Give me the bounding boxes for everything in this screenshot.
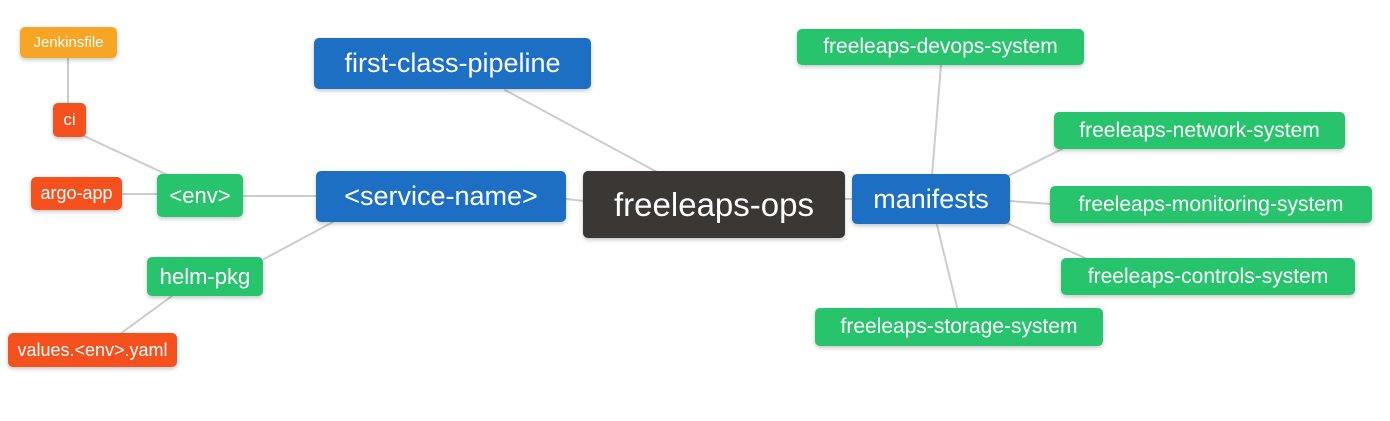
node-manifests[interactable]: manifests	[852, 174, 1010, 224]
edge-service-name-to-freeleaps-ops	[565, 198, 585, 202]
node-freeleaps-devops-system[interactable]: freeleaps-devops-system	[797, 29, 1084, 65]
node-values-env-yaml[interactable]: values.<env>.yaml	[8, 333, 177, 367]
edge-manifests-to-freeleaps-network-system	[1007, 148, 1063, 177]
node-freeleaps-controls-system[interactable]: freeleaps-controls-system	[1061, 258, 1355, 295]
node-ci[interactable]: ci	[53, 103, 86, 137]
node-freeleaps-storage-system[interactable]: freeleaps-storage-system	[815, 308, 1103, 346]
edge-service-name-to-helm-pkg	[263, 221, 334, 260]
node-first-class-pipeline[interactable]: first-class-pipeline	[314, 38, 591, 89]
edge-manifests-to-freeleaps-devops-system	[931, 64, 942, 176]
node-helm-pkg[interactable]: helm-pkg	[147, 257, 263, 296]
edge-ci-to-env	[81, 134, 173, 178]
node-argo-app[interactable]: argo-app	[31, 177, 122, 210]
edge-manifests-to-freeleaps-monitoring-system	[1009, 200, 1051, 205]
edge-helm-pkg-to-values-env-yaml	[119, 295, 173, 335]
edge-first-class-pipeline-to-freeleaps-ops	[504, 89, 658, 173]
node-service-name[interactable]: <service-name>	[316, 171, 566, 222]
node-jenkinsfile[interactable]: Jenkinsfile	[20, 27, 117, 58]
edge-manifests-to-freeleaps-storage-system	[936, 224, 958, 308]
node-env[interactable]: <env>	[157, 174, 243, 217]
node-freeleaps-monitoring-system[interactable]: freeleaps-monitoring-system	[1050, 186, 1372, 223]
edge-manifests-to-freeleaps-controls-system	[1006, 222, 1086, 259]
node-freeleaps-ops[interactable]: freeleaps-ops	[583, 171, 845, 238]
node-freeleaps-network-system[interactable]: freeleaps-network-system	[1054, 112, 1345, 149]
